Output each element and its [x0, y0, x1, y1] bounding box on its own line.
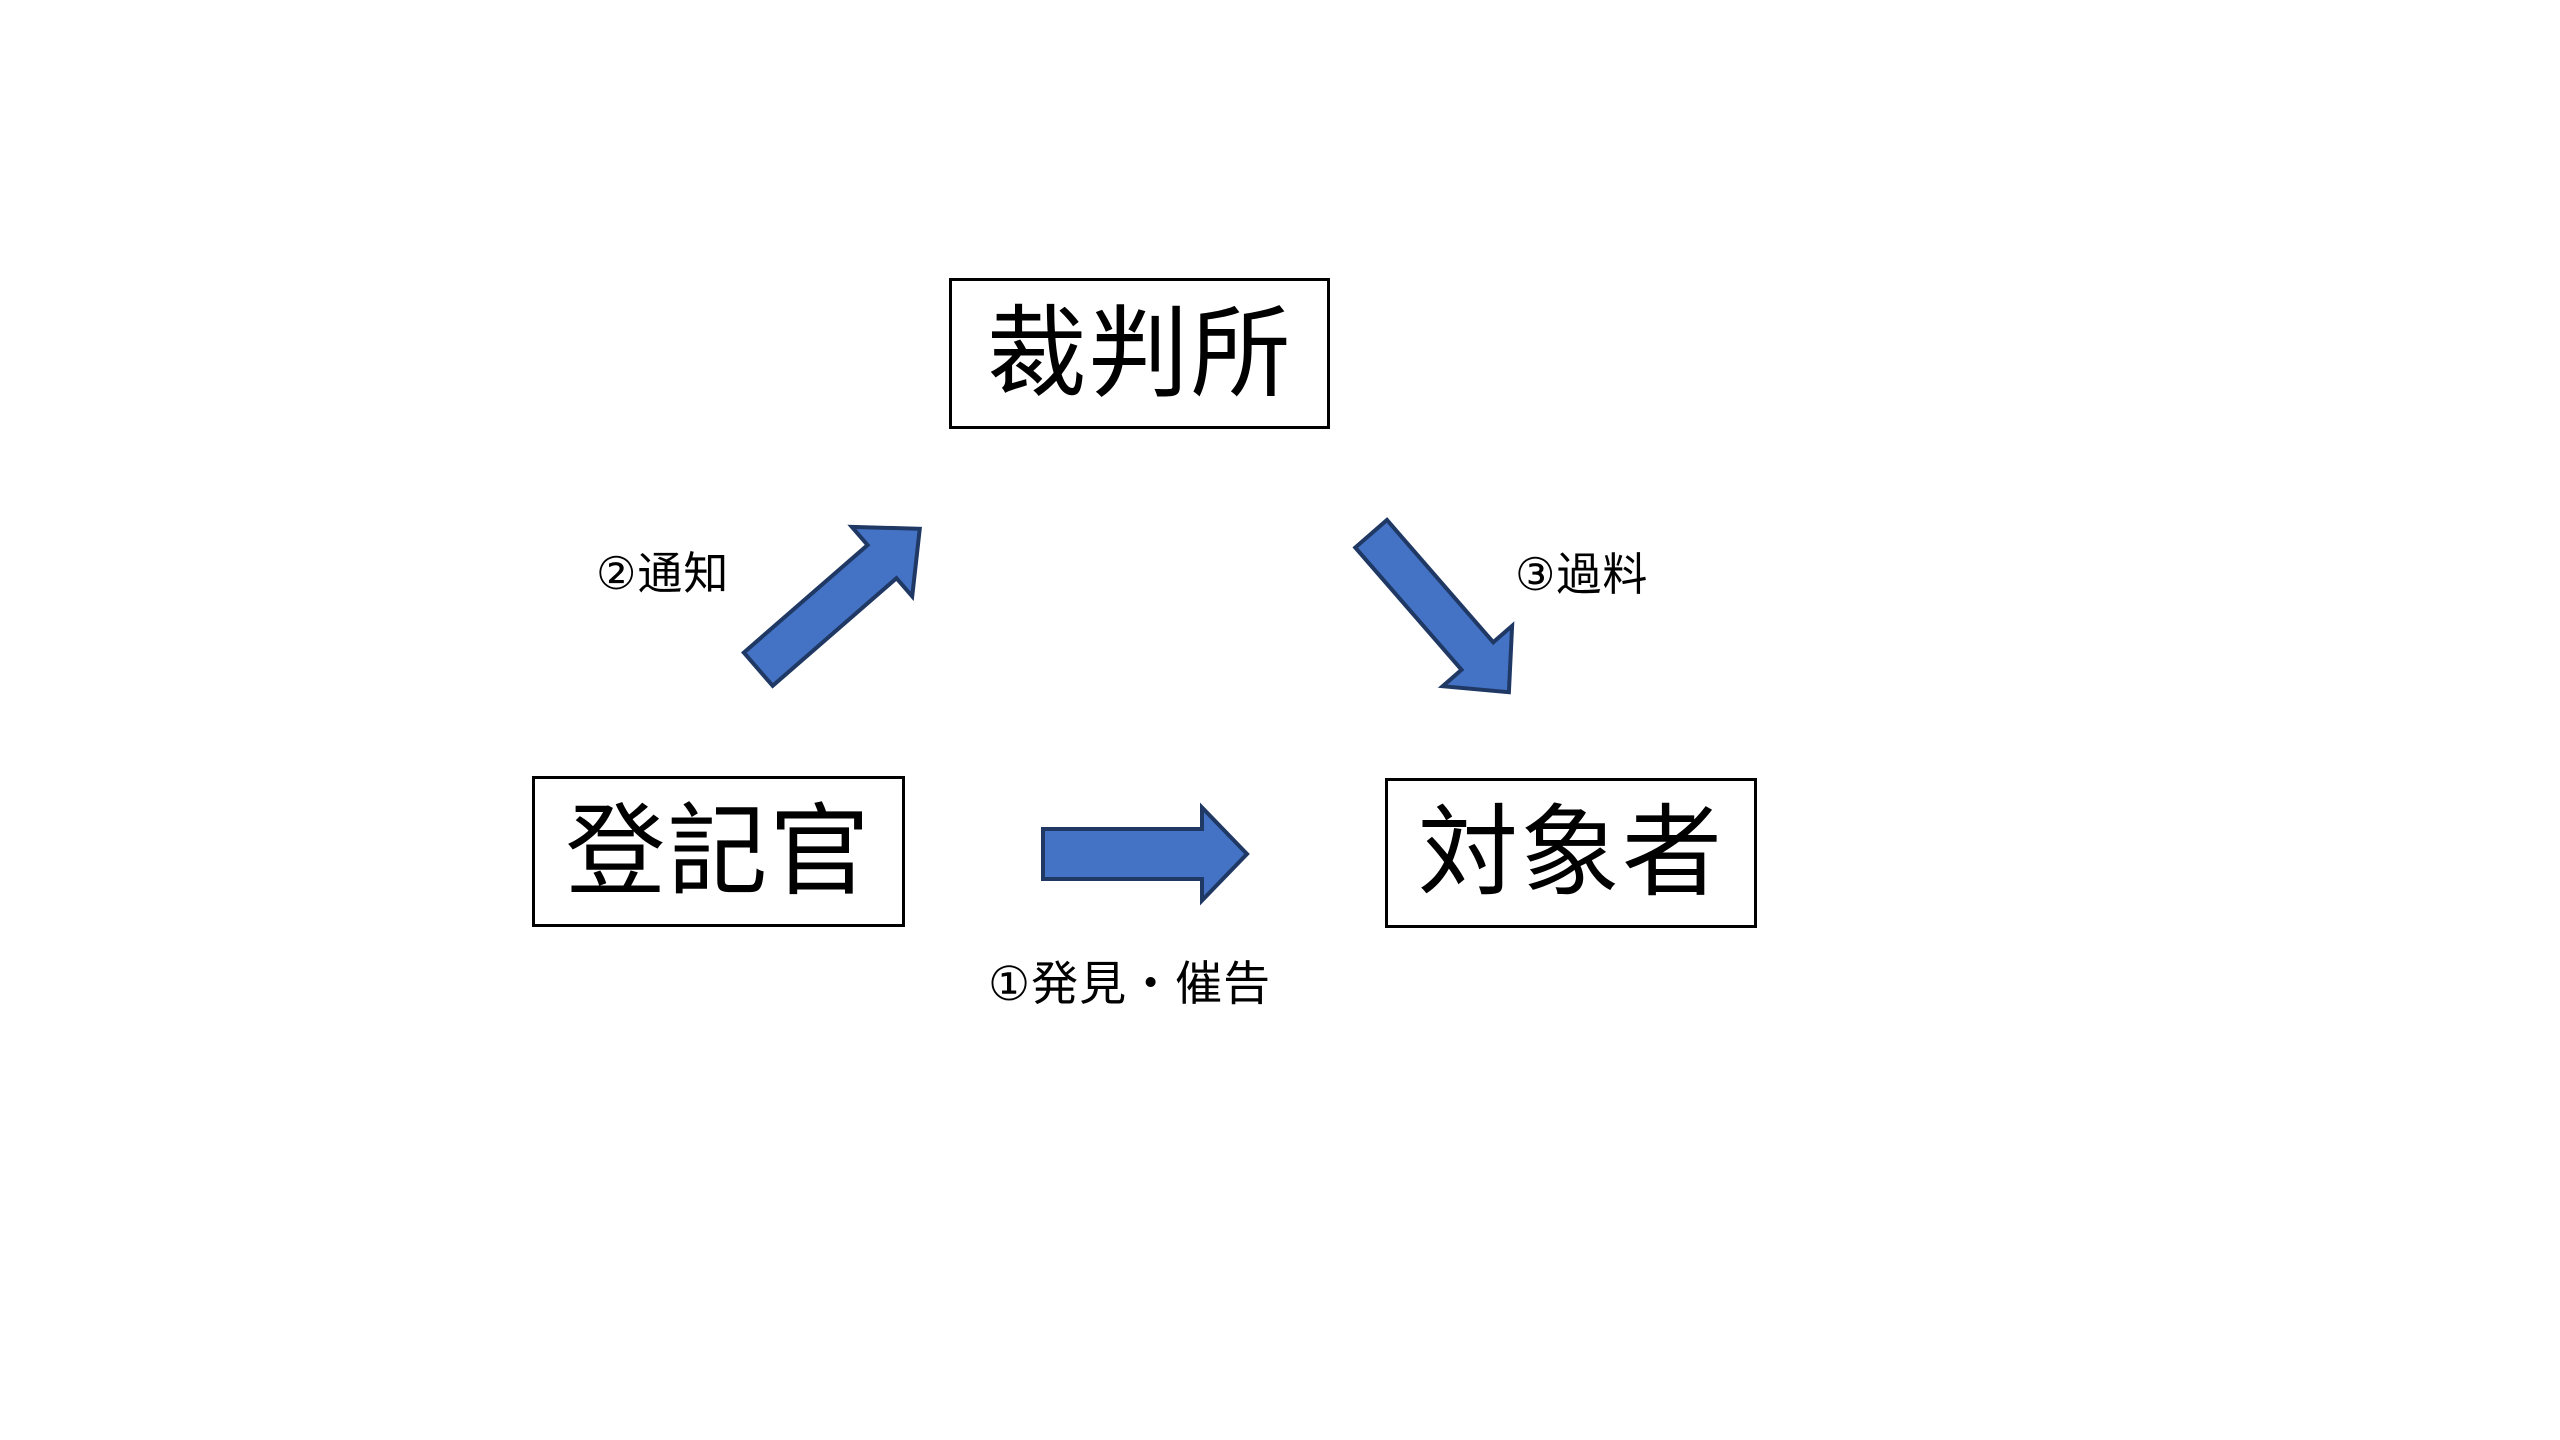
node-registrar: 登記官 — [532, 776, 905, 927]
node-subject: 対象者 — [1385, 778, 1757, 928]
node-court: 裁判所 — [949, 278, 1330, 429]
arrow-label-discovery: ①発見・催告 — [988, 957, 1272, 1010]
arrow-fine-icon — [1352, 517, 1515, 695]
arrow-label-fine: ③過料 — [1515, 549, 1649, 600]
arrow-discovery-icon — [1041, 802, 1250, 906]
arrow-notification-icon — [740, 524, 922, 689]
arrow-label-notification: ②通知 — [596, 548, 730, 599]
